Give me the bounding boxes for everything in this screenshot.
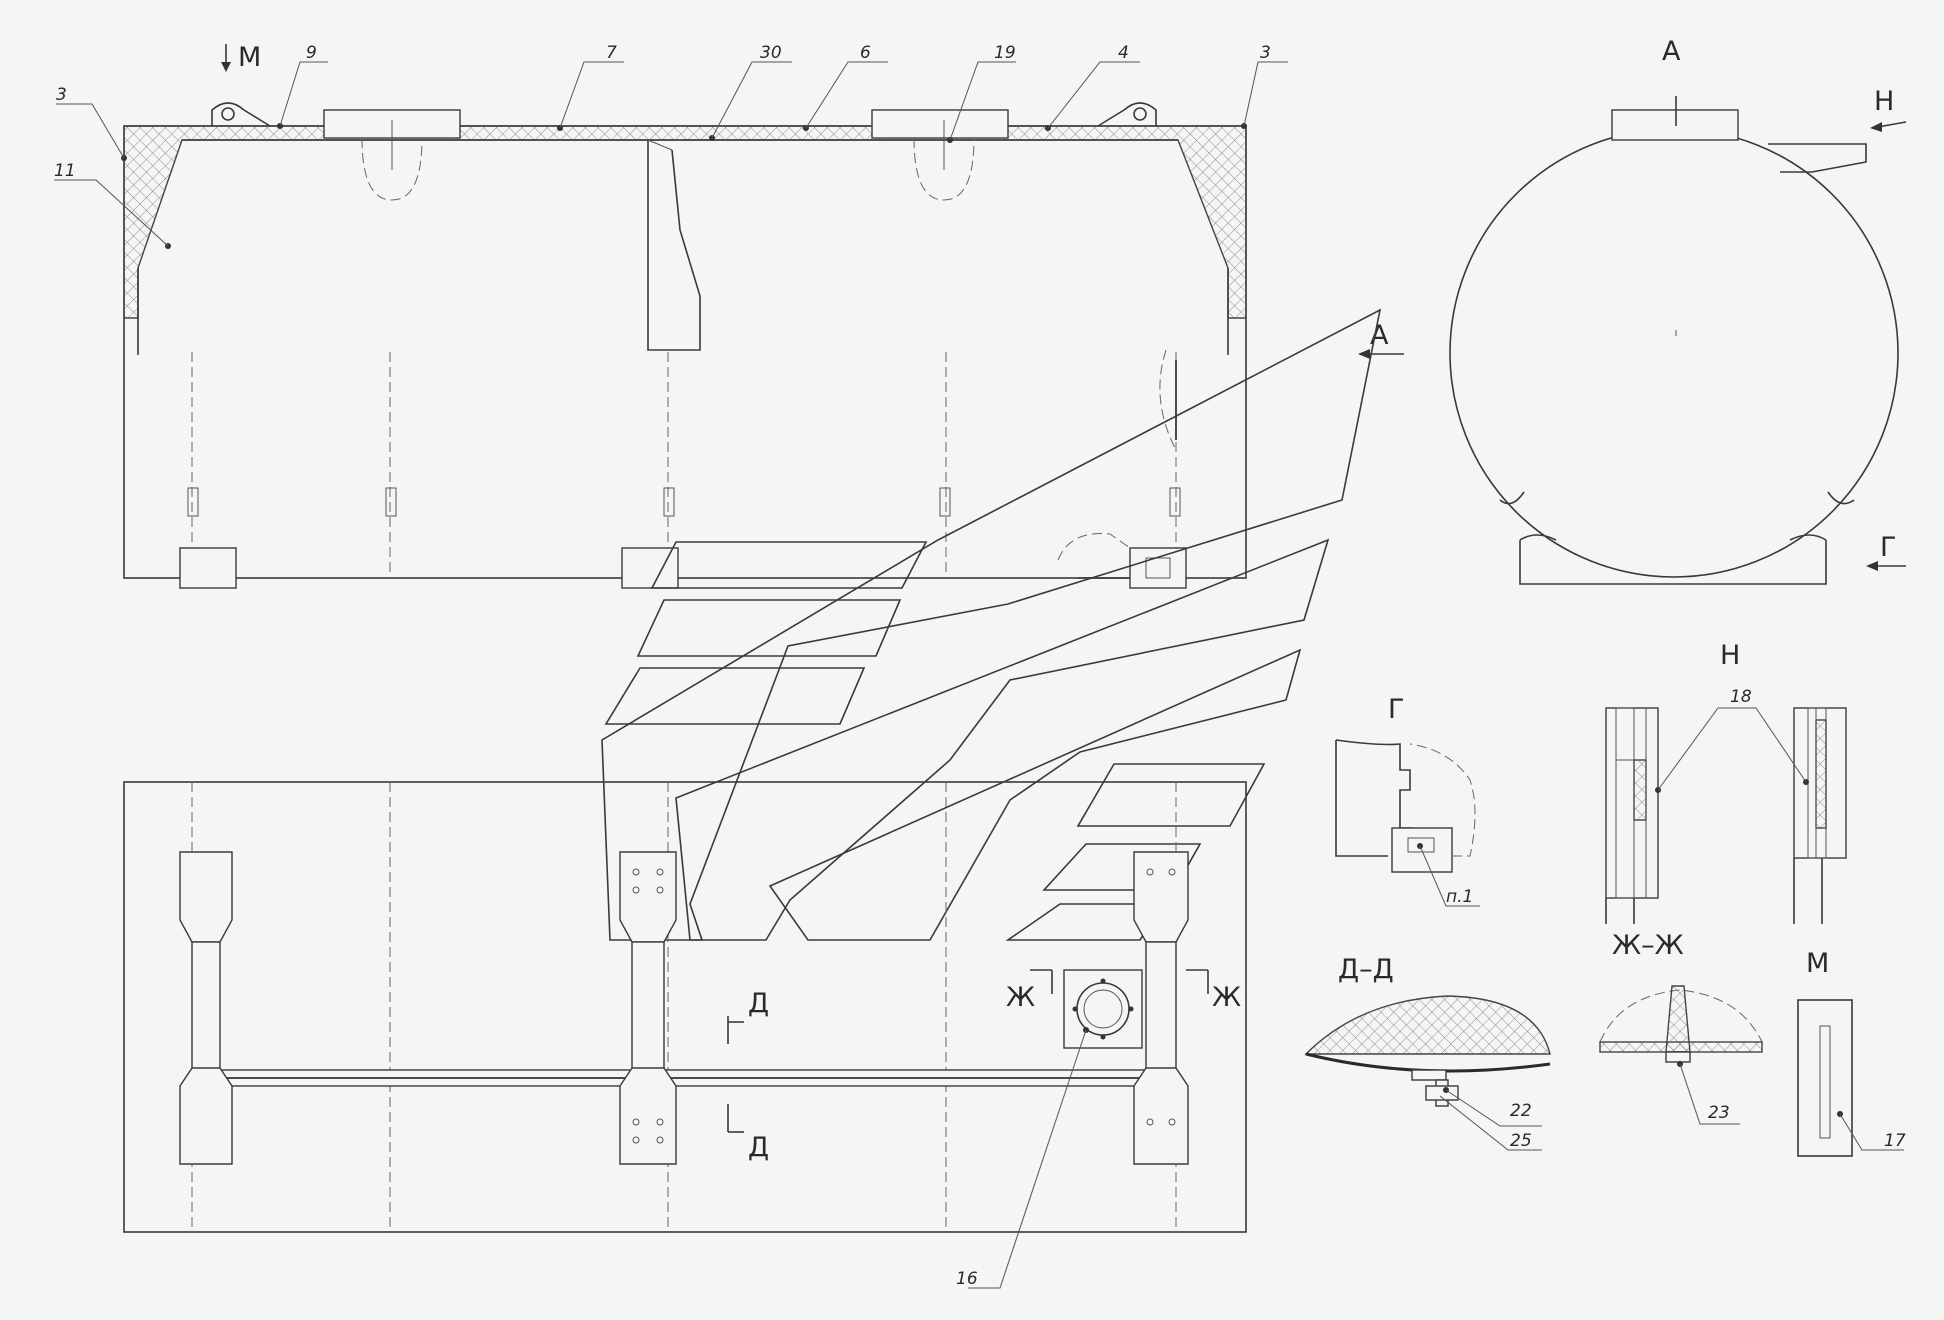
drain-box	[1129, 547, 1187, 589]
insulation-layer	[123, 125, 1247, 319]
view-a: А Н Г	[1449, 36, 1907, 585]
support-column-right	[1133, 851, 1189, 1165]
detail-g: Г п.1	[1335, 694, 1480, 907]
front-view-callouts: 3 11 9 7 30 6 19 4 3 М А	[54, 42, 1404, 359]
section-title-zhzh: Ж–Ж	[1612, 930, 1684, 961]
detail-n: Н 18	[1605, 640, 1847, 924]
support-column-middle	[619, 851, 677, 1165]
plan-outline	[123, 781, 1247, 1233]
part-label: 19	[994, 43, 1016, 63]
view-marker-g: Г	[1880, 532, 1896, 563]
drain-flange	[1063, 969, 1143, 1049]
support-column-left	[179, 851, 233, 1165]
plan-view: 16 Ж Ж Д Д	[123, 781, 1247, 1289]
detail-title-n: Н	[1720, 640, 1740, 671]
part-label: 3	[1260, 43, 1271, 63]
view-marker-m: М	[238, 42, 261, 73]
view-title-a: А	[1662, 36, 1681, 67]
section-d-d: Д–Д 22 25	[1304, 954, 1551, 1151]
overlay-graphic	[601, 308, 1382, 941]
part-label: 3	[56, 85, 67, 105]
part-label: 11	[54, 161, 76, 181]
part-label: 23	[1708, 1103, 1730, 1123]
part-label: 4	[1118, 43, 1129, 63]
view-title-m: М	[1806, 948, 1829, 979]
tank-outline	[123, 125, 1247, 579]
section-marker-zh-left: Ж	[1006, 982, 1035, 1013]
lifting-lug-right	[1097, 102, 1157, 127]
view-m: М 17	[1797, 948, 1906, 1157]
section-title-dd: Д–Д	[1338, 954, 1394, 985]
view-marker-a: А	[1370, 320, 1389, 351]
hatch-right	[871, 109, 1009, 201]
partition	[647, 140, 701, 351]
part-label: 7	[606, 43, 617, 63]
section-marker-d-bottom: Д	[748, 1132, 769, 1163]
detail-title-g: Г	[1388, 694, 1404, 725]
part-label: 25	[1510, 1131, 1532, 1151]
part-label: 18	[1730, 687, 1752, 707]
part-label: 22	[1510, 1101, 1532, 1121]
part-label: 17	[1884, 1131, 1906, 1151]
part-label: 30	[760, 43, 782, 63]
part-label: 6	[860, 43, 871, 63]
hatch-left	[323, 109, 461, 201]
part-label: 16	[956, 1269, 978, 1289]
front-view	[123, 102, 1247, 589]
section-zh-zh: Ж–Ж 23	[1599, 930, 1763, 1125]
section-marker-zh-right: Ж	[1212, 982, 1241, 1013]
section-marker-d-top: Д	[748, 988, 769, 1019]
support-left	[179, 547, 237, 589]
view-marker-n: Н	[1874, 86, 1894, 117]
lifting-lug-left	[211, 102, 271, 127]
tank-section-circle	[1449, 128, 1899, 578]
part-label: 9	[306, 43, 317, 63]
part-label: п.1	[1446, 887, 1473, 907]
